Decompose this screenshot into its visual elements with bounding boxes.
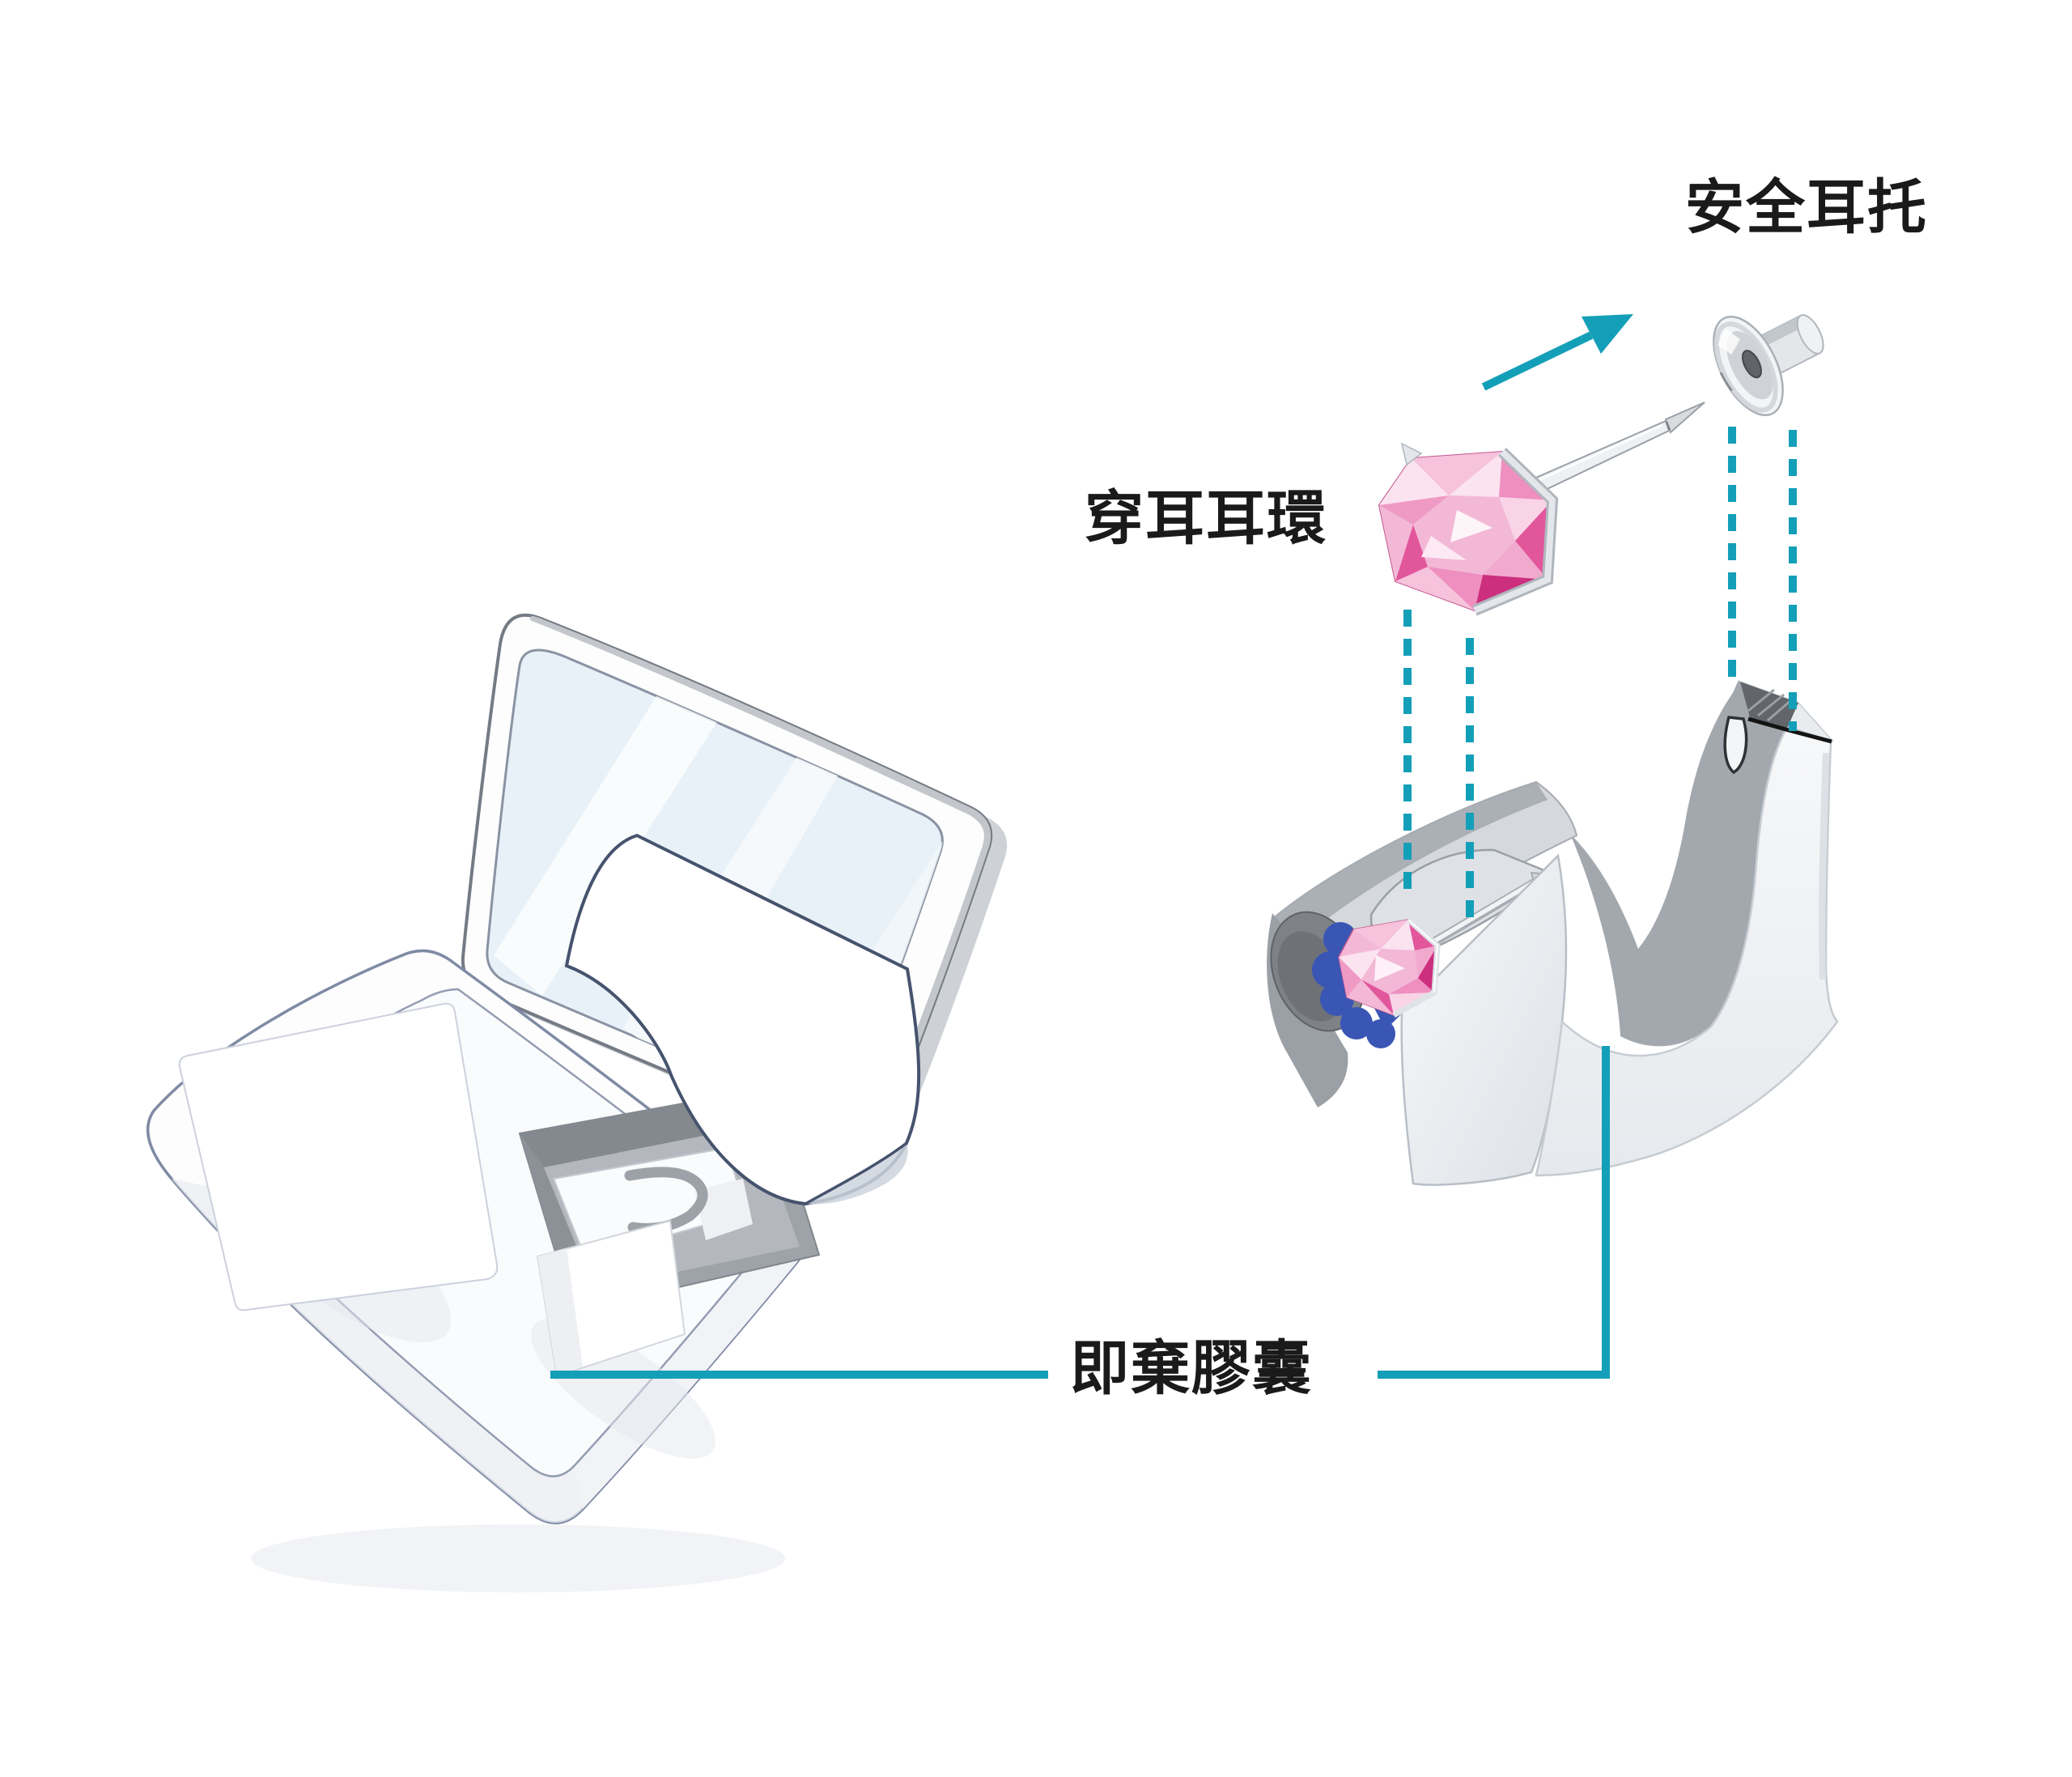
safety-back <box>1713 314 1824 417</box>
jewelry-case <box>146 614 1008 1592</box>
back-receptacle <box>1723 716 1748 775</box>
earring-pin <box>1510 402 1705 504</box>
post-top-notch <box>1723 681 1835 775</box>
label-pierce-earring: 穿耳耳環 <box>1085 486 1327 551</box>
direction-arrow-icon <box>1481 314 1633 391</box>
capsule-label-connector-right <box>1378 1046 1610 1379</box>
label-safety-back: 安全耳托 <box>1685 175 1928 240</box>
loaded-earring <box>1312 917 1441 1048</box>
alignment-dash-lines <box>1403 427 1797 929</box>
cartridge-front-band <box>1535 727 1839 1177</box>
capsule-in-case <box>536 1146 753 1378</box>
case-base <box>146 949 821 1592</box>
piercing-cartridge <box>1267 427 1839 1186</box>
case-pad <box>178 1002 499 1311</box>
gem <box>1378 442 1559 616</box>
stud-earring <box>1378 402 1705 616</box>
label-disposable-capsule: 即棄膠囊 <box>1070 1336 1313 1401</box>
gem-setting <box>1400 442 1559 616</box>
instruction-sheet <box>564 833 921 1206</box>
cartridge-fin <box>1400 853 1568 1186</box>
gem-in-capsule <box>1338 917 1441 1018</box>
